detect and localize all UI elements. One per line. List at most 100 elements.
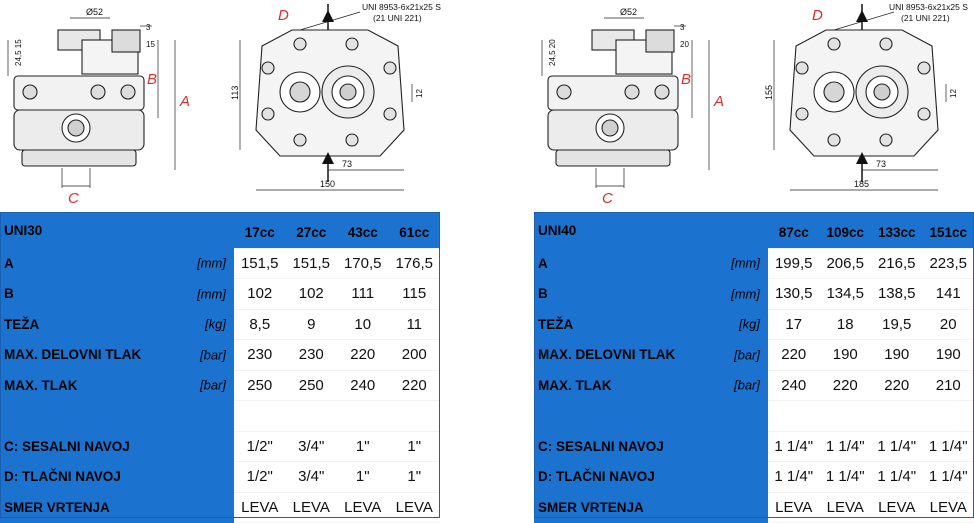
row-label-text: TEŽA [538, 317, 573, 332]
dim-width-label: 150 [320, 179, 335, 189]
dim-vertical-left-label: 24,5 20 [548, 39, 557, 66]
table-cell: 230 [286, 340, 338, 371]
table-row: D: TLAČNI NAVOJ 1/2" 3/4" 1" 1" [0, 462, 440, 493]
side-view: Ø52 3 15 24,5 15 [8, 7, 175, 188]
table-row: TEŽA[kg] 8,5 9 10 11 [0, 309, 440, 340]
table-cell: 200 [389, 340, 441, 371]
dim-15-label: 15 [146, 40, 155, 49]
model-name: UNI30 [0, 212, 234, 248]
table-cell: 3/4" [286, 431, 338, 462]
table-cell: LEVA [820, 492, 872, 523]
dim-small-label: 12 [415, 89, 424, 98]
up-arrow-icon [322, 10, 334, 22]
column-header: 43cc [337, 212, 389, 248]
table-cell: 102 [286, 279, 338, 310]
row-unit: [kg] [205, 317, 226, 332]
uni40-spec-table: UNI40 87cc 109cc 133cc 151cc A[mm] 199,5… [534, 212, 974, 523]
table-cell [286, 401, 338, 432]
table-cell: 151,5 [286, 248, 338, 279]
table-cell: 141 [923, 279, 974, 310]
row-label-text: MAX. TLAK [538, 378, 612, 393]
table-cell: 1 1/4" [820, 431, 872, 462]
table-cell [389, 401, 441, 432]
table-cell: 220 [389, 370, 441, 401]
row-unit: [bar] [200, 378, 226, 393]
label-c: C [68, 190, 79, 207]
uni40-panel: Ø52 3 20 24,5 20 B A C [534, 0, 974, 519]
label-b: B [681, 71, 691, 88]
table-cell: 190 [923, 340, 974, 371]
table-cell: 19,5 [871, 309, 923, 340]
table-cell: 220 [337, 340, 389, 371]
column-header: 151cc [923, 212, 974, 248]
table-row: TEŽA[kg] 17 18 19,5 20 [534, 309, 974, 340]
row-label-text: A [4, 256, 14, 271]
uni30-technical-drawing: Ø52 3 15 24,5 15 B A C [0, 0, 440, 210]
uni30-spec-table: UNI30 17cc 27cc 43cc 61cc A[mm] 151,5 15… [0, 212, 440, 523]
row-label [534, 401, 768, 432]
dim-offset-label: 73 [876, 159, 886, 169]
table-cell: 1 1/4" [923, 462, 974, 493]
table-cell [871, 401, 923, 432]
row-label-text: B [538, 286, 548, 301]
row-label: MAX. TLAK [bar] [0, 370, 234, 401]
table-cell: 210 [923, 370, 974, 401]
column-header: 27cc [286, 212, 338, 248]
row-label: SMER VRTENJA [0, 492, 234, 523]
table-cell: 1" [337, 462, 389, 493]
table-row: MAX. DELOVNI TLAK[bar] 220 190 190 190 [534, 340, 974, 371]
table-row: MAX. TLAK[bar] 250 250 240 220 [0, 370, 440, 401]
row-label: C: SESALNI NAVOJ [534, 431, 768, 462]
up-arrow-icon [856, 10, 868, 22]
row-label-text: MAX. TLAK [4, 378, 78, 393]
side-view: Ø52 3 20 24,5 20 [542, 7, 709, 188]
row-label: TEŽA[kg] [534, 309, 768, 340]
table-cell: LEVA [389, 492, 441, 523]
table-row: B[mm] 130,5 134,5 138,5 141 [534, 279, 974, 310]
table-cell: 216,5 [871, 248, 923, 279]
table-cell: 1" [389, 431, 441, 462]
row-unit: [bar] [200, 347, 226, 362]
row-label: MAX. DELOVNI TLAK [bar] [0, 340, 234, 371]
label-a: A [179, 93, 190, 110]
table-cell: LEVA [234, 492, 286, 523]
spline-spec-line1: UNI 8953-6x21x25 S [889, 2, 968, 12]
table-cell: 240 [337, 370, 389, 401]
table-cell: 151,5 [234, 248, 286, 279]
table-cell: 20 [923, 309, 974, 340]
table-cell: LEVA [337, 492, 389, 523]
table-cell: 230 [234, 340, 286, 371]
table-header-row: UNI40 87cc 109cc 133cc 151cc [534, 212, 974, 248]
table-cell: LEVA [923, 492, 974, 523]
table-cell: 130,5 [768, 279, 820, 310]
row-unit: [bar] [734, 378, 760, 393]
table-row: SMER VRTENJA LEVA LEVA LEVA LEVA [534, 492, 974, 523]
row-label: A [mm] [0, 248, 234, 279]
model-name: UNI40 [534, 212, 768, 248]
table-cell: 206,5 [820, 248, 872, 279]
row-label-text: A [538, 256, 548, 271]
row-label-text: B [4, 286, 14, 301]
column-header: 109cc [820, 212, 872, 248]
table-cell: 1 1/4" [768, 462, 820, 493]
table-cell: 1/2" [234, 431, 286, 462]
table-cell: 220 [768, 340, 820, 371]
table-cell: 10 [337, 309, 389, 340]
row-unit: [mm] [197, 256, 226, 271]
table-cell: 18 [820, 309, 872, 340]
label-c: C [602, 190, 613, 207]
table-cell: 138,5 [871, 279, 923, 310]
table-cell: LEVA [286, 492, 338, 523]
table-cell: LEVA [871, 492, 923, 523]
dim-3-label: 3 [146, 23, 151, 32]
table-cell: 115 [389, 279, 441, 310]
spline-spec-line2: (21 UNI 221) [373, 13, 422, 23]
table-cell: 1 1/4" [768, 431, 820, 462]
table-cell [923, 401, 974, 432]
row-label-text: MAX. DELOVNI TLAK [4, 347, 141, 362]
table-cell: 1" [389, 462, 441, 493]
table-cell: 1/2" [234, 462, 286, 493]
row-label: MAX. DELOVNI TLAK[bar] [534, 340, 768, 371]
uni30-panel: Ø52 3 15 24,5 15 B A C [0, 0, 440, 519]
row-label: SMER VRTENJA [534, 492, 768, 523]
